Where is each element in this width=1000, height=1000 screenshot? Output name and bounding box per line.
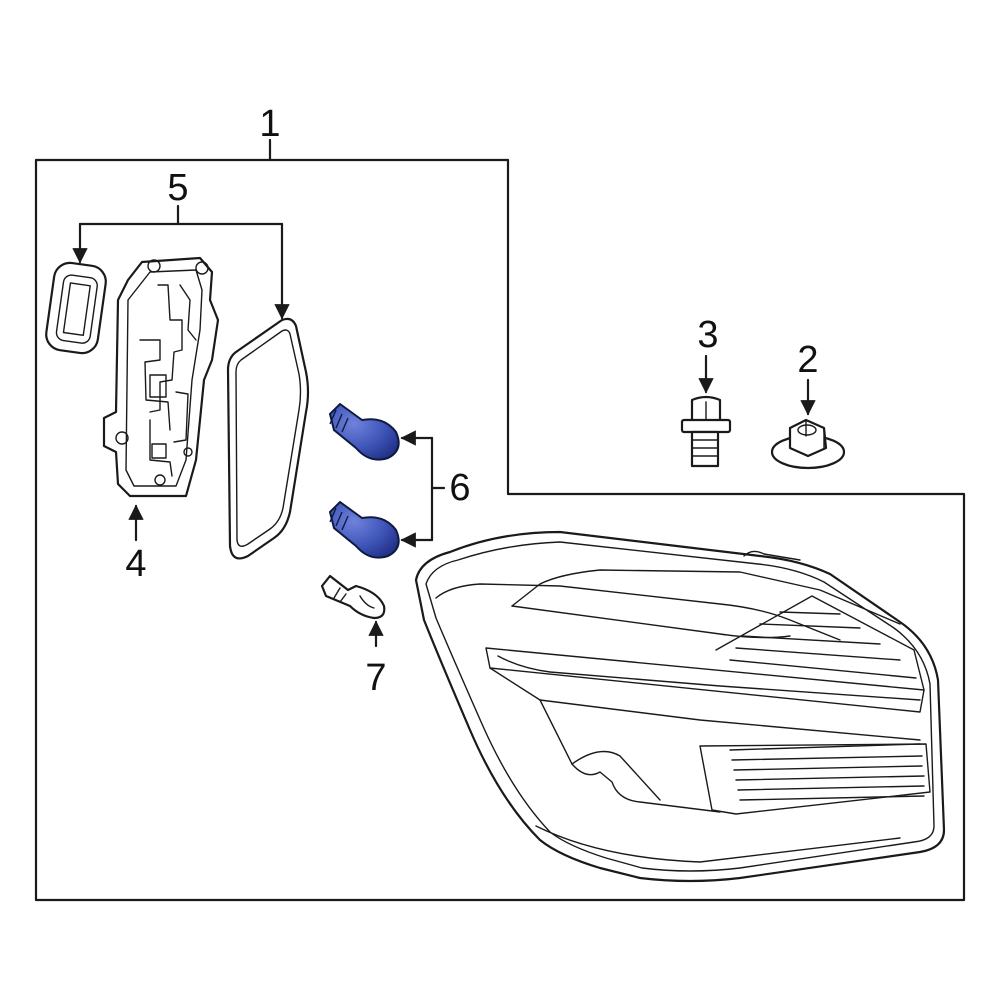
assembly-boundary: [34, 158, 966, 902]
small-gasket-icon: [45, 261, 107, 355]
callout-2: 2: [797, 339, 819, 381]
flange-nut-icon: [770, 418, 846, 470]
callout-5: 5: [167, 167, 189, 209]
bolt-icon: [680, 395, 732, 468]
bulb-lower-icon: [328, 500, 400, 559]
callout-1: 1: [259, 103, 281, 145]
callout-4: 4: [125, 543, 147, 585]
large-gasket-icon: [226, 317, 310, 560]
bulb-socket-panel-icon: [102, 256, 220, 498]
bulb-upper-icon: [328, 402, 400, 461]
callout-6-leader: [400, 430, 446, 548]
callout-7: 7: [365, 657, 387, 699]
tail-lamp-assembly-icon: [414, 530, 946, 883]
callout-3: 3: [697, 314, 719, 356]
wedge-bulb-icon: [320, 574, 386, 620]
callout-6: 6: [449, 467, 471, 509]
callout-5-leader: [72, 204, 290, 320]
